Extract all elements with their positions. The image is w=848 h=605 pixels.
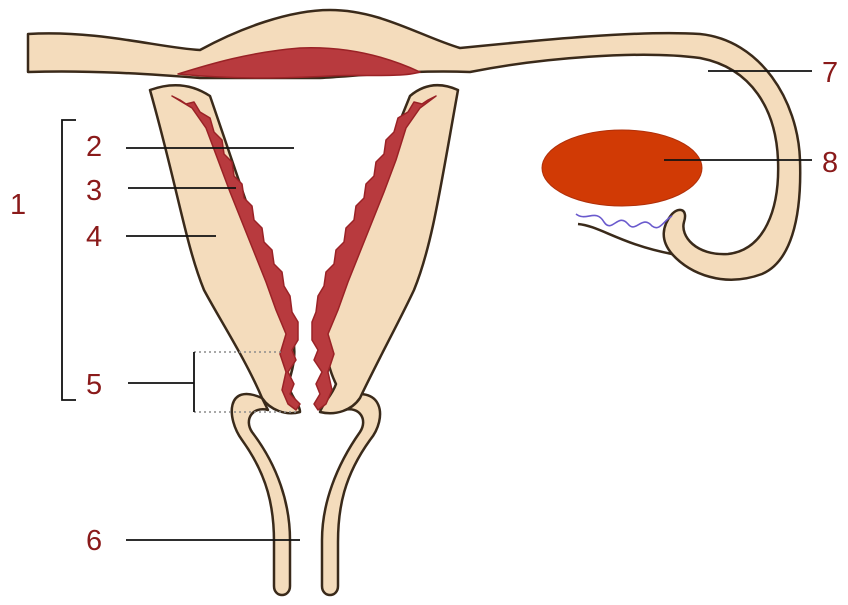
ovary-shape (542, 130, 702, 206)
label-7: 7 (822, 57, 838, 89)
uterus-left-wall (150, 85, 300, 413)
label-5: 5 (86, 369, 102, 401)
label-4: 4 (86, 221, 102, 253)
label-1: 1 (10, 189, 26, 221)
fimbriae-edge (578, 224, 672, 254)
vagina-shape (232, 394, 380, 595)
label-2: 2 (86, 131, 102, 163)
label-3: 3 (86, 175, 102, 207)
bracket-1 (62, 120, 76, 400)
leader-5 (128, 352, 194, 412)
label-8: 8 (822, 147, 838, 179)
label-6: 6 (86, 525, 102, 557)
